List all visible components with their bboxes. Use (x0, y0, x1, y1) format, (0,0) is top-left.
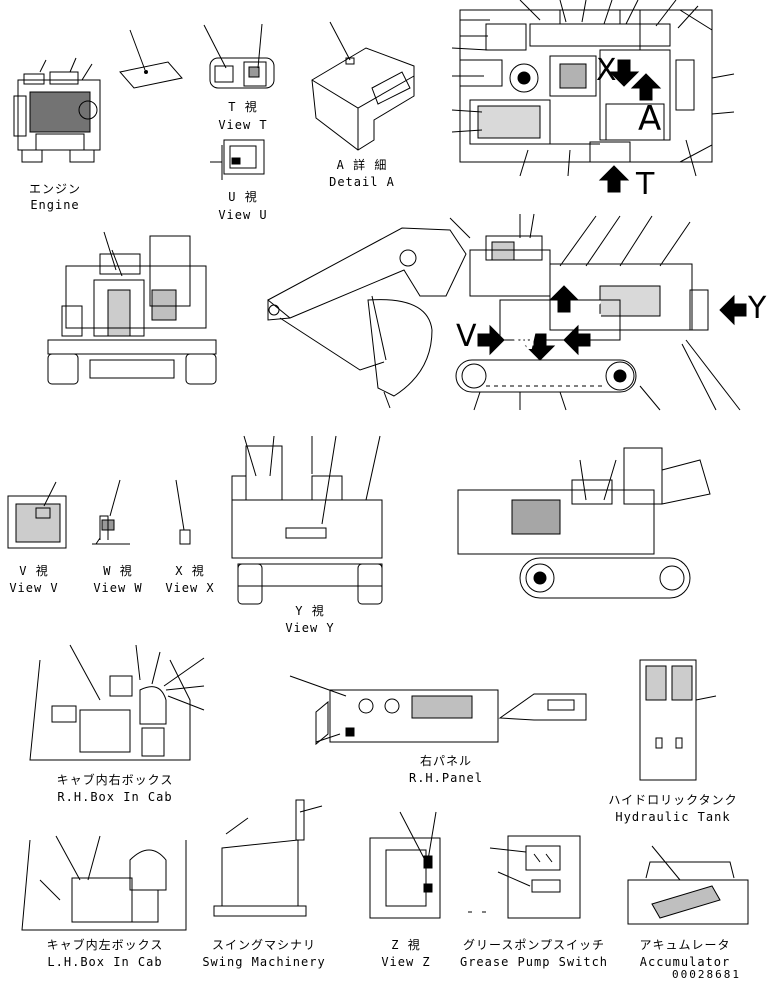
view-w-label-jp: W 視 (103, 564, 133, 578)
swing-machinery-drawing (213, 799, 323, 917)
view-x-label-en: View X (165, 581, 215, 595)
engine-drawing (13, 57, 101, 163)
view-u-label-en: View U (218, 208, 268, 222)
view-y-drawing (231, 435, 383, 605)
detail-a-label-jp: A 詳 細 (336, 158, 388, 172)
view-t-label-jp: T 視 (228, 100, 258, 114)
view-letter-v: V (456, 319, 477, 354)
grease-switch-drawing (468, 835, 581, 919)
hyd-tank-label-jp: ハイドロリックタンク (608, 793, 738, 807)
accum-label-jp: アキュムレータ (639, 938, 731, 952)
view-v-label-en: View V (9, 581, 59, 595)
side-view-machine-drawing (267, 213, 747, 411)
lh-box-label-jp: キャブ内左ボックス (46, 938, 164, 952)
accum-label-en: Accumulator (639, 955, 731, 969)
swing-label-jp: スイングマシナリ (211, 938, 316, 952)
view-letter-x: X (596, 53, 617, 88)
rh-box-label-en: R.H.Box In Cab (57, 790, 173, 804)
hyd-tank-label-en: Hydraulic Tank (615, 810, 731, 824)
view-x-drawing (175, 479, 191, 545)
view-x-label-jp: X 視 (175, 564, 205, 578)
view-letter-w: W (512, 330, 537, 355)
swing-label-en: Swing Machinery (202, 955, 326, 969)
view-y-label-jp: Y 視 (295, 604, 325, 618)
rh-box-label-jp: キャブ内右ボックス (56, 773, 174, 787)
view-y-label-en: View Y (285, 621, 335, 635)
lh-box-label-en: L.H.Box In Cab (47, 955, 163, 969)
engine-label-en: Engine (30, 198, 80, 212)
view-t-drawing (203, 23, 275, 89)
detail-a-drawing (311, 21, 415, 151)
detail-a-label-en: Detail A (329, 175, 395, 189)
view-letter-a: A (638, 99, 662, 139)
rear-side-view-drawing (457, 447, 711, 599)
view-v-drawing (7, 481, 67, 549)
drawing-number: 00028681 (672, 968, 741, 981)
grease-label-en: Grease Pump Switch (459, 955, 609, 969)
view-t-label-en: View T (218, 118, 268, 132)
label-plate-drawing (119, 29, 183, 89)
engine-label-jp: エンジン (28, 182, 81, 196)
view-v-label-jp: V 視 (19, 564, 49, 578)
front-view-machine-drawing (47, 231, 217, 385)
hydraulic-tank-drawing (639, 659, 717, 781)
view-z-label-jp: Z 視 (391, 938, 421, 952)
view-z-label-en: View Z (381, 955, 431, 969)
top-view-machine-drawing (451, 0, 735, 193)
rh-panel-label-jp: 右パネル (419, 754, 472, 768)
view-letter-z: Z (586, 298, 602, 323)
grease-label-jp: グリースポンプスイッチ (462, 938, 606, 952)
view-z-drawing (369, 811, 441, 919)
view-u-drawing (210, 139, 265, 180)
view-w-label-en: View W (93, 581, 143, 595)
rh-panel-label-en: R.H.Panel (408, 771, 484, 785)
view-letter-y: Y (748, 291, 767, 326)
rh-box-drawing (29, 644, 205, 761)
view-w-drawing (92, 479, 130, 545)
rh-panel-drawing (289, 675, 587, 746)
view-letter-t: T (636, 167, 655, 202)
accumulator-drawing (627, 845, 749, 925)
lh-box-drawing (21, 835, 187, 931)
view-u-label-jp: U 視 (228, 190, 258, 204)
